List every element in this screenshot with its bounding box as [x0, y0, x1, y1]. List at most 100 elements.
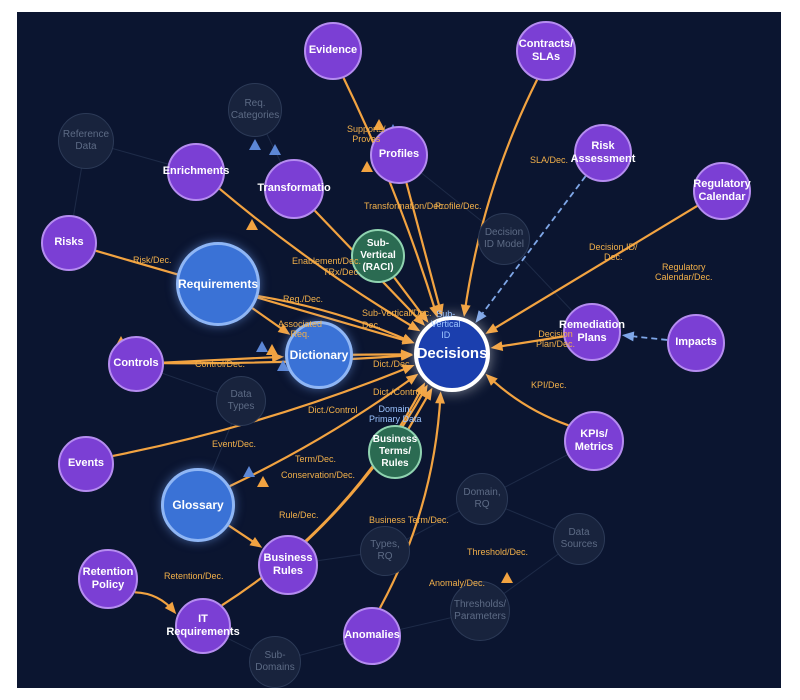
- node-glossary: Glossary: [161, 468, 235, 542]
- stray-arrowhead-0: [249, 139, 261, 150]
- node-dictionary: Dictionary: [285, 321, 353, 389]
- edge-remediation-plans-to-decisions-arrowhead: [490, 341, 504, 351]
- edge-label-supports-proves: Supports/ Proves: [347, 124, 386, 145]
- stray-arrowhead-11: [257, 476, 269, 487]
- edge-profiles-to-decisions: [405, 182, 443, 314]
- edge-label-sub-vertical-dec: Sub-Vertical/Dec.: [362, 308, 432, 318]
- stray-arrowhead-1: [269, 144, 281, 155]
- edge-anomalies-to-decisions-arrowhead: [435, 391, 445, 404]
- edge-controls-to-dictionary: [163, 355, 282, 364]
- edge-business-terms-rules-to-decisions-arrowhead: [422, 387, 433, 401]
- node-requirements: Requirements: [176, 242, 260, 326]
- edge-label-control-dec: Control/Dec.: [195, 359, 246, 369]
- edge-impacts-to-remediation-plans: [624, 334, 668, 341]
- edge-label-domain-primary-data: Domain, Primary Data: [369, 404, 422, 425]
- edge-label-term-dec: Term/Dec.: [295, 454, 337, 464]
- edge-label-sub-vertical-id: Sub- Vertical ID: [431, 309, 461, 340]
- node-sub-domains: Sub- Domains: [249, 636, 301, 688]
- edge-label-sla-dec: SLA/Dec.: [530, 155, 569, 165]
- edge-label-associated-req: Associated Req.: [278, 319, 323, 340]
- node-transformatio: Transformatio: [257, 159, 331, 219]
- edge-events-to-decisions: [112, 365, 413, 458]
- edge-risk-assessment-to-decisions: [476, 175, 587, 321]
- edge-retention-policy-to-it-requirements-arrowhead: [164, 601, 177, 615]
- edge-label-risk-dec: Risk/Dec.: [133, 255, 172, 265]
- edge-label-transformation-dec: Transformation/Dec.: [364, 201, 446, 211]
- node-sub-vertical-raci: Sub- Vertical (RACI): [351, 229, 405, 283]
- edge-enrichments-to-decisions-arrowhead: [407, 320, 421, 332]
- node-risk-assessment: Risk Assessment: [571, 124, 635, 182]
- edge-evidence-to-decisions: [342, 77, 438, 316]
- edge-impacts-to-remediation-plans-arrowhead: [621, 331, 635, 342]
- edge-label-decision-plan-dec: Decision Plan/Dec.: [536, 329, 576, 350]
- node-decisions: Decisions: [414, 316, 490, 392]
- edge-glossary-to-decisions-arrowhead: [405, 373, 419, 385]
- edge-sub-vertical-raci-to-decisions-arrowhead: [417, 310, 429, 323]
- node-thresholds-parameters: Thresholds/ Parameters: [450, 581, 510, 641]
- node-remediation-plans: Remediation Plans: [559, 303, 625, 361]
- node-data-types: Data Types: [216, 376, 266, 426]
- node-profiles: Profiles: [370, 126, 428, 184]
- edge-label-trx-dec: TRx/Dec.: [323, 267, 361, 277]
- edge-it-requirements-to-decisions-arrowhead: [415, 382, 426, 396]
- edge-glossary-to-decisions: [229, 374, 417, 488]
- node-retention-policy: Retention Policy: [78, 549, 138, 609]
- stray-arrowhead-14: [277, 360, 289, 371]
- edge-label-enablement-dec: Enablement/Dec.: [292, 256, 362, 266]
- node-decision-id-model: Decision ID Model: [478, 213, 530, 265]
- node-domain-rq: Domain, RQ: [456, 473, 508, 525]
- edge-label-conservation-dec: Conservation/Dec.: [281, 470, 356, 480]
- node-req-categories: Req. Categories: [228, 83, 282, 137]
- edge-label-business-term-dec: Business Term/Dec.: [369, 515, 449, 525]
- edge-label-regulatory-calendar-dec: Regulatory Calendar/Dec.: [655, 262, 713, 283]
- stray-arrowhead-2: [361, 161, 373, 172]
- edge-label-dict-control-2: Dict./Control: [308, 405, 358, 415]
- node-business-rules: Business Rules: [258, 535, 318, 595]
- edge-label-threshold-dec: Threshold/Dec.: [467, 547, 529, 557]
- edge-contracts-to-decisions: [463, 79, 539, 315]
- node-evidence: Evidence: [304, 22, 362, 80]
- node-events: Events: [58, 436, 114, 492]
- edge-label-event-dec: Event/Dec.: [212, 439, 257, 449]
- node-business-terms-rules: Business Terms/ Rules: [368, 425, 422, 479]
- edge-regulatory-calendar-to-decisions-arrowhead: [485, 323, 499, 334]
- edge-label-dict-dec: Dict./Dec.: [373, 359, 413, 369]
- edge-enrichments-to-decisions: [218, 187, 419, 331]
- node-enrichments: Enrichments: [163, 143, 229, 201]
- edge-requirements-to-decisions-arrowhead: [401, 333, 415, 344]
- edge-requirements-to-dictionary-arrowhead: [277, 323, 291, 335]
- edge-profiles-to-decisions-arrowhead: [434, 303, 444, 317]
- stray-arrowhead-10: [243, 466, 255, 477]
- edge-it-requirements-to-decisions: [221, 384, 425, 607]
- edge-events-to-decisions-arrowhead: [401, 364, 415, 375]
- edge-regulatory-calendar-to-decisions: [487, 205, 698, 334]
- edge-label-anomaly-dec: Anomaly/Dec.: [429, 578, 486, 588]
- stray-arrowhead-8: [256, 341, 268, 352]
- node-types-rq: Types, RQ: [360, 526, 410, 576]
- node-kpis-metrics: KPIs/ Metrics: [564, 411, 624, 471]
- edge-label-rule-dec: Rule/Dec.: [279, 510, 319, 520]
- edge-label-kpi-dec: KPI/Dec.: [531, 380, 567, 390]
- node-anomalies: Anomalies: [343, 607, 401, 665]
- stray-arrowhead-7: [266, 344, 278, 355]
- stray-arrowhead-3: [373, 119, 385, 130]
- edge-glossary-to-business-rules-arrowhead: [249, 537, 263, 548]
- node-it-requirements: IT Requirements: [166, 598, 240, 654]
- node-reference-data: Reference Data: [58, 113, 114, 169]
- stray-arrowhead-5: [246, 219, 258, 230]
- node-regulatory-calendar: Regulatory Calendar: [693, 162, 751, 220]
- edge-contracts-to-decisions-arrowhead: [460, 304, 471, 317]
- edge-label-req-dec: Req./Dec.: [283, 294, 324, 304]
- edge-transformatio-to-decisions-arrowhead: [413, 313, 426, 326]
- node-contracts: Contracts/ SLAs: [516, 21, 576, 81]
- node-impacts: Impacts: [667, 314, 725, 372]
- edge-label-profile-dec: Profile/Dec.: [435, 201, 482, 211]
- edge-label-decision-id-dec: Decision ID/ Dec.: [589, 242, 638, 263]
- edge-anomalies-to-decisions: [378, 394, 442, 609]
- stray-arrowhead-13: [501, 572, 513, 583]
- edge-kpis-metrics-to-decisions: [487, 375, 569, 427]
- edge-controls-to-decisions-arrowhead: [400, 351, 414, 361]
- node-controls: Controls: [108, 336, 164, 392]
- edge-risk-assessment-to-decisions-arrowhead: [475, 310, 487, 323]
